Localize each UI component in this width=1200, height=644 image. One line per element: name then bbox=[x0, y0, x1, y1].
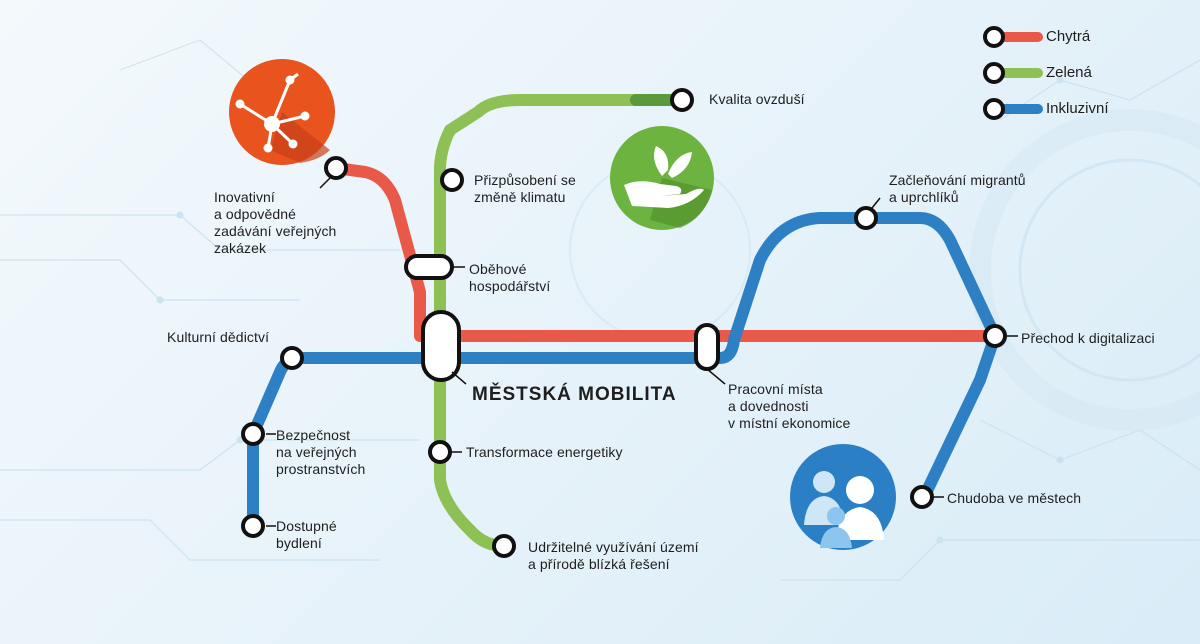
label-udrzitelne: Udržitelné využívání území a přírodě blí… bbox=[528, 539, 699, 572]
background-network bbox=[0, 39, 1200, 581]
network-icon bbox=[229, 59, 335, 165]
line-green bbox=[434, 94, 646, 458]
station-zaclenovani bbox=[854, 206, 878, 230]
station-obehove bbox=[404, 254, 454, 280]
label-kvalita: Kvalita ovzduší bbox=[709, 91, 805, 107]
station-prechod bbox=[983, 324, 1007, 348]
station-transformace bbox=[428, 440, 452, 464]
station-kulturni bbox=[280, 346, 304, 370]
label-zaclenovani: Začleňování migrantů a uprchlíků bbox=[889, 172, 1026, 205]
label-bezpecnost: Bezpečnost na veřejných prostranstvích bbox=[276, 427, 366, 477]
leaf-hand-icon bbox=[610, 126, 714, 230]
label-pracovni: Pracovní místa a dovednosti v místní eko… bbox=[728, 381, 851, 431]
label-prizpusobeni: Přizpůsobení se změně klimatu bbox=[474, 172, 576, 205]
label-dostupne: Dostupné bydlení bbox=[276, 518, 337, 551]
legend-label-zelena: Zelená bbox=[1046, 64, 1092, 81]
people-icon bbox=[790, 444, 896, 550]
station-chudoba bbox=[910, 485, 934, 509]
legend-label-inkluzivni: Inkluzivní bbox=[1046, 100, 1109, 117]
label-chudoba: Chudoba ve městech bbox=[947, 490, 1082, 506]
label-prechod: Přechod k digitalizaci bbox=[1021, 330, 1155, 346]
station-inovativni bbox=[324, 156, 348, 180]
stations bbox=[241, 88, 1007, 558]
label-connectors bbox=[266, 177, 1018, 527]
line-blue bbox=[247, 212, 1001, 533]
station-dostupne bbox=[241, 514, 265, 538]
station-prizpusobeni bbox=[440, 168, 464, 192]
label-obehove: Oběhové hospodářství bbox=[469, 261, 551, 294]
legend-label-chytra: Chytrá bbox=[1046, 28, 1091, 45]
station-bezpecnost bbox=[241, 422, 265, 446]
label-kulturni: Kulturní dědictví bbox=[167, 329, 270, 345]
label-transformace: Transformace energetiky bbox=[466, 444, 623, 460]
station-udrzitelne bbox=[492, 534, 516, 558]
station-pracovni bbox=[694, 323, 720, 371]
center-title: MĚSTSKÁ MOBILITA bbox=[472, 384, 677, 405]
label-inovativni: Inovativní a odpovědné zadávání veřejnýc… bbox=[214, 189, 337, 256]
station-kvalita bbox=[670, 88, 694, 112]
station-mestska-mobilita bbox=[421, 310, 461, 382]
line-green-lower bbox=[434, 446, 510, 552]
legend-swatches bbox=[983, 26, 1043, 120]
